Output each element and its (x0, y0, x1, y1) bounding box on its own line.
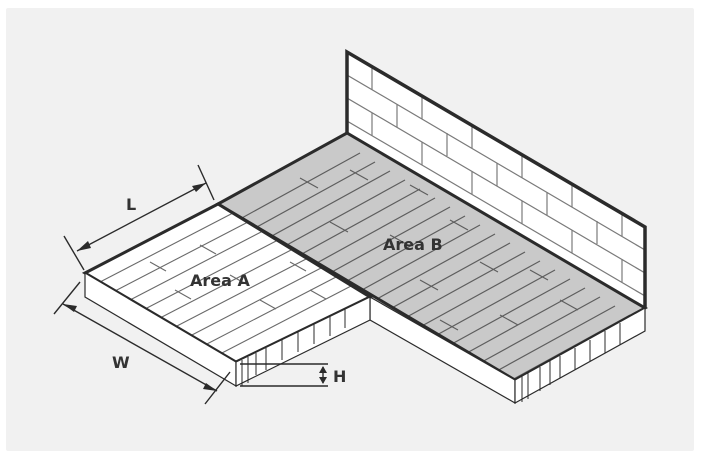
height-label: H (333, 367, 346, 386)
dimension-length (63, 164, 215, 271)
length-label: L (126, 195, 136, 214)
dimension-height (240, 363, 328, 387)
dimension-width (53, 281, 231, 405)
area-b-label: Area B (383, 235, 443, 254)
area-a-label: Area A (190, 271, 250, 290)
area-b-fascia (369, 295, 646, 405)
width-label: W (112, 353, 130, 372)
